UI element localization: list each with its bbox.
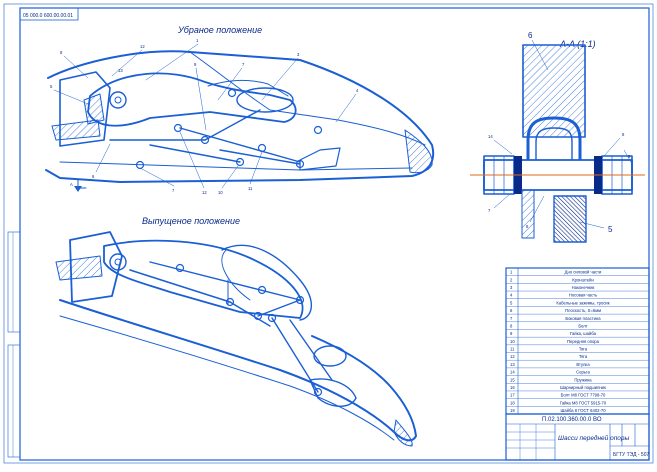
callout: 8: [526, 224, 529, 229]
parts-row-name: Болт: [578, 323, 587, 328]
callout: 3: [297, 52, 300, 57]
parts-row-number: 1: [510, 270, 513, 275]
parts-row-number: 7: [510, 316, 513, 321]
callout: 5: [608, 225, 613, 234]
callout: 4: [356, 88, 359, 93]
parts-row-name: Передняя опора: [567, 339, 600, 344]
parts-row-number: 2: [510, 277, 513, 282]
parts-row-number: 18: [510, 400, 515, 405]
section-mark-a: A: [70, 182, 73, 187]
title-caption: Шасси передней опоры: [558, 434, 629, 442]
corner-code-box: 05 000.0 600.00.00.01: [19, 7, 79, 21]
parts-row-name: Серьга: [576, 370, 590, 375]
parts-row-name: Втулка: [576, 362, 590, 367]
parts-row-number: 11: [510, 347, 515, 352]
callout: 9: [628, 154, 631, 159]
parts-row-name: Тяга: [579, 347, 588, 352]
callout: 7: [242, 62, 245, 67]
section-title: A-A (1:1): [559, 39, 596, 49]
corner-code: 05 000.0 600.00.00.01: [23, 13, 73, 19]
parts-row-name: Гайка М8 ГОСТ 5915-70: [560, 400, 607, 405]
parts-row-number: 17: [510, 393, 515, 398]
parts-row-number: 8: [510, 323, 513, 328]
parts-row-number: 3: [510, 285, 513, 290]
parts-row-number: 16: [510, 385, 515, 390]
callout: 7: [488, 208, 491, 213]
callout: 6: [528, 31, 533, 40]
parts-row-number: 13: [510, 362, 515, 367]
callout: 9: [194, 62, 197, 67]
parts-table: 1 Дно силовой части 2 Кронштейн 3 Наконечник 4…: [505, 267, 650, 415]
callout: 7: [172, 188, 175, 193]
parts-row-number: 5: [510, 300, 513, 305]
parts-row-name: Кронштейн: [572, 277, 594, 282]
callout: 8: [60, 50, 63, 55]
callout: 12: [202, 190, 207, 195]
parts-row-name: Кабельные зажимы, тросик: [556, 300, 609, 305]
parts-row-name: Шарнирный подшипник: [560, 385, 606, 390]
view-extended-title: Выпущеное положение: [142, 216, 240, 226]
parts-row-name: Гайка, шайба: [570, 331, 597, 336]
parts-row-name: Боковая пластина: [565, 316, 601, 321]
retracted-gear-drawing: [45, 43, 435, 192]
callout: 11: [248, 186, 253, 191]
callout: 10: [218, 190, 223, 195]
parts-row-number: 9: [510, 331, 513, 336]
parts-row-name: Болт М8 ГОСТ 7798-70: [561, 393, 606, 398]
parts-row-number: 14: [510, 370, 515, 375]
section-a-a-drawing: [483, 39, 633, 243]
parts-row-number: 19: [510, 408, 515, 413]
parts-row-name: Шайба 8 ГОСТ 6402-70: [560, 408, 606, 413]
title-block: [505, 413, 650, 461]
parts-row-name: Плоскость, S=6мм: [565, 308, 601, 313]
parts-row-name: Носовая часть: [569, 293, 598, 298]
parts-row-name: Дно силовой части: [565, 270, 602, 275]
callout: 14: [488, 134, 493, 139]
parts-row-number: 12: [510, 354, 515, 359]
retracted-callouts: 8 12 1 9 7 3 4 5 6 7 12 10 11 13 A: [50, 38, 359, 195]
parts-row-name: Наконечник: [572, 285, 595, 290]
callout: 5: [50, 84, 53, 89]
callout: 6: [92, 174, 95, 179]
callout: 13: [118, 68, 123, 73]
parts-row-number: 15: [510, 377, 515, 382]
parts-row-number: 6: [510, 308, 513, 313]
title-code: П.02.100.360.00.0 ВО: [542, 417, 602, 423]
sheet-border: [3, 3, 654, 464]
title-org: БГТУ ТЭД - 507: [613, 452, 649, 458]
parts-row-number: 4: [510, 293, 513, 298]
view-retracted-title: Убраное положение: [177, 25, 262, 35]
section-callouts: 6 14 8 9 7 8 5: [488, 31, 631, 234]
callout: 1: [196, 38, 199, 43]
callout: 12: [140, 44, 145, 49]
parts-row-name: Тяга: [579, 354, 588, 359]
callout: 8: [622, 132, 625, 137]
extended-gear-drawing: [55, 231, 417, 447]
parts-row-name: Пружина: [574, 377, 592, 382]
parts-row-number: 10: [510, 339, 515, 344]
